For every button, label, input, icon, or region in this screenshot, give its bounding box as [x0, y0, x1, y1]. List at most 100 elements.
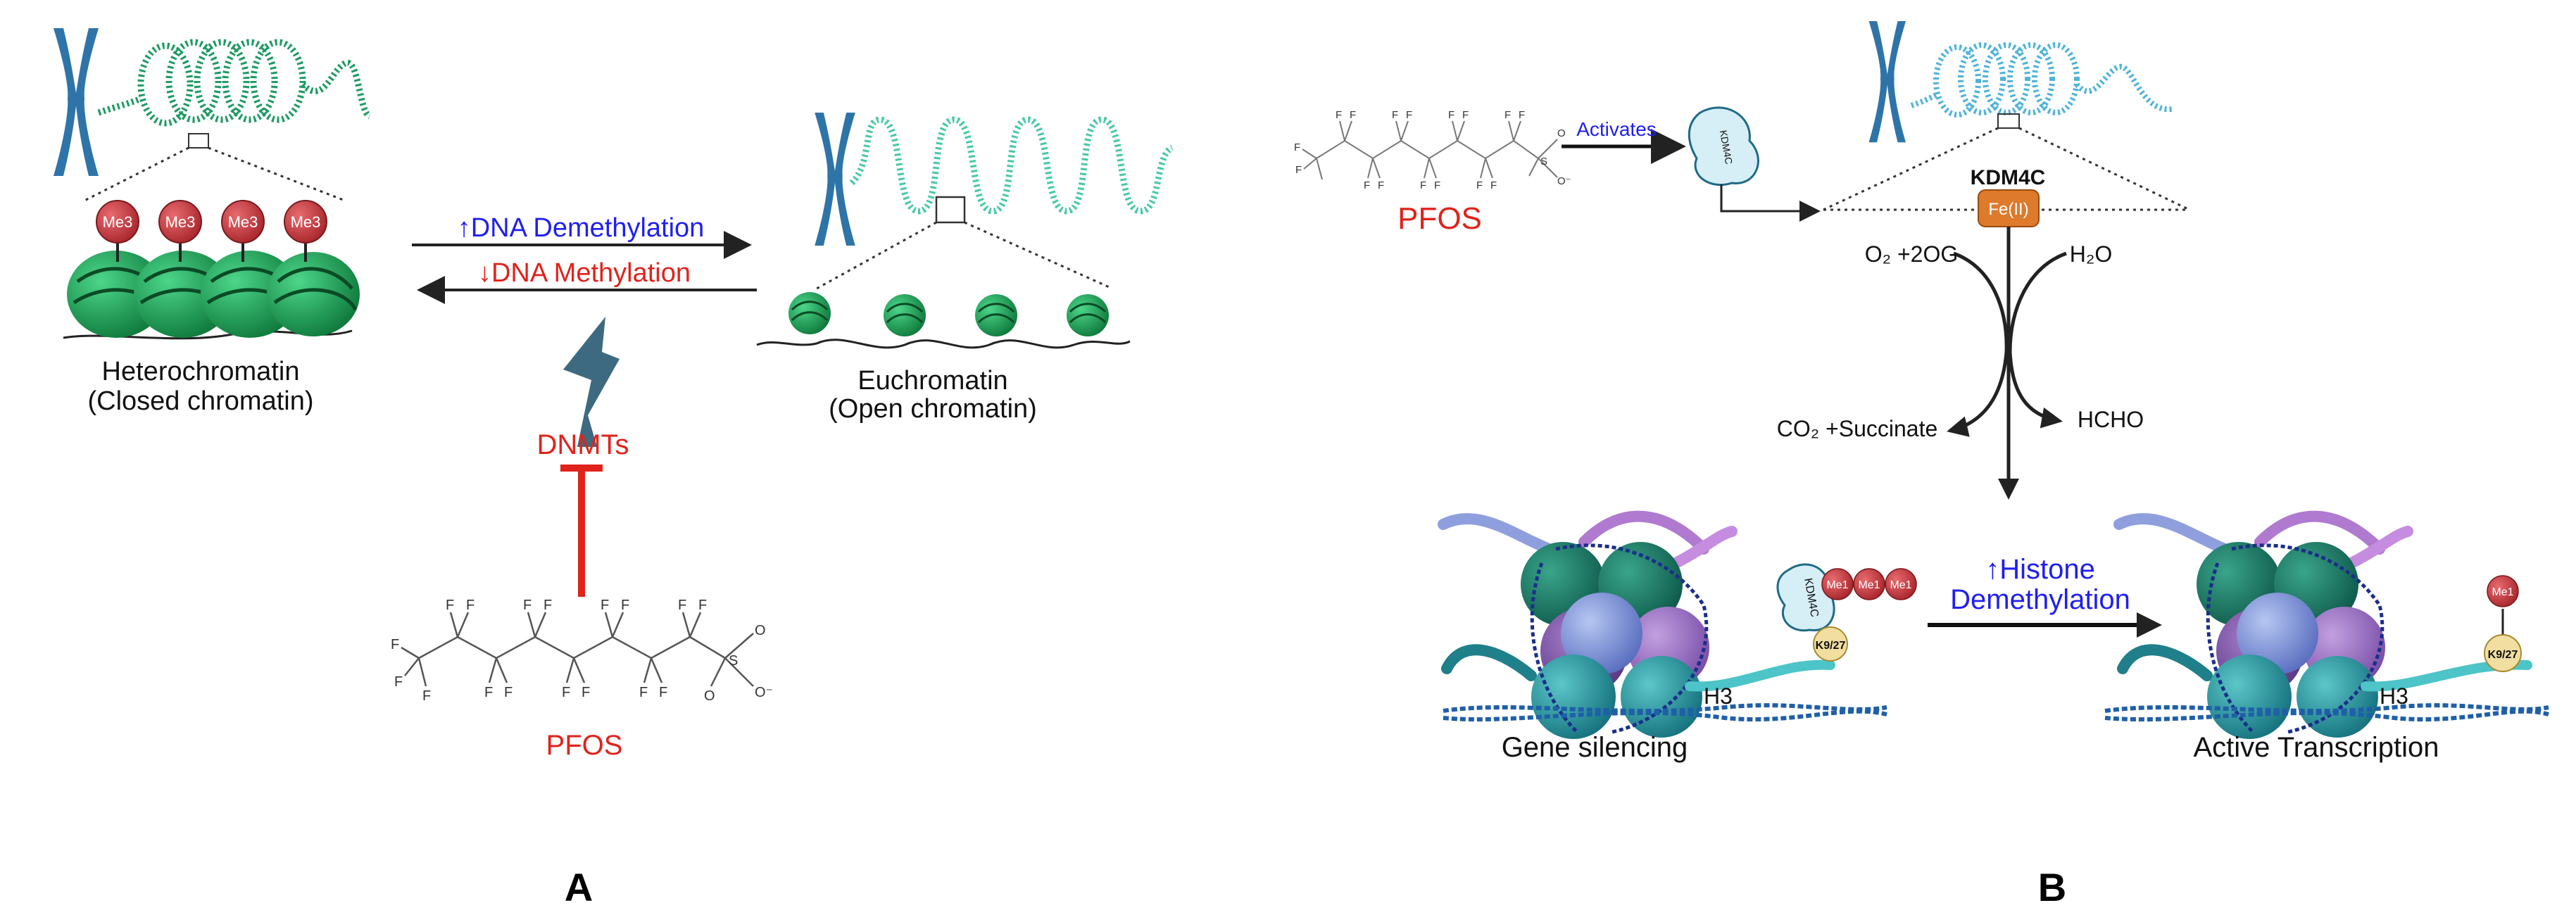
svg-text:F: F	[394, 674, 403, 690]
nucleosome-silenced-icon: H3 KDM4C K9/27	[1438, 510, 1887, 739]
svg-text:F: F	[1295, 164, 1302, 176]
svg-text:F: F	[698, 598, 707, 613]
reaction-curve-right	[2008, 251, 2067, 429]
svg-text:F: F	[391, 637, 399, 652]
coiled-chromatin-icon	[1910, 42, 2173, 118]
me3-mark: Me3	[96, 200, 139, 244]
svg-text:Me1: Me1	[1858, 579, 1880, 591]
me1-marks: Me1 Me1 Me1	[1821, 568, 1917, 600]
svg-text:F: F	[1392, 109, 1398, 121]
svg-text:F: F	[1350, 109, 1356, 121]
chromosome-icon	[54, 28, 99, 176]
inhibition-bolt-icon	[563, 317, 620, 447]
heterochromatin-nucleosomes: Me3 Me3 Me3 Me3	[63, 200, 360, 340]
svg-text:F: F	[1336, 109, 1342, 121]
svg-text:F: F	[639, 685, 648, 700]
pfos-structure-icon	[401, 612, 754, 687]
me3-mark: Me3	[158, 200, 202, 244]
svg-text:F: F	[1476, 179, 1483, 191]
svg-text:F: F	[582, 685, 590, 700]
zoom-line	[816, 221, 937, 290]
zoom-line	[208, 146, 346, 202]
open-chromatin-icon	[849, 116, 1174, 215]
svg-text:O: O	[704, 688, 715, 704]
demethylation-label: Demethylation	[1950, 584, 2130, 615]
kdm4c-title: KDM4C	[1971, 166, 2046, 189]
svg-text:F: F	[1378, 179, 1384, 191]
dna-methylation-label: ↓DNA Methylation	[478, 258, 691, 288]
zoom-box	[1997, 113, 2020, 129]
panel-b-letter: B	[2038, 865, 2066, 909]
euchromatin-label: Euchromatin	[857, 366, 1007, 396]
me3-mark: Me3	[284, 200, 327, 244]
dna-demethylation-label: ↑DNA Demethylation	[458, 213, 705, 243]
right-reagent-label: H₂O	[2070, 241, 2112, 267]
dnmts-label: DNMTs	[536, 429, 629, 460]
svg-text:F: F	[504, 685, 513, 700]
pfos-label-a: PFOS	[546, 730, 623, 761]
svg-text:O⁻: O⁻	[1557, 175, 1571, 187]
svg-text:F: F	[1434, 179, 1440, 191]
coiled-chromatin-icon	[97, 39, 372, 149]
svg-text:F: F	[621, 598, 629, 613]
left-reagent-label: O₂ +2OG	[1865, 241, 1958, 267]
svg-text:Me3: Me3	[228, 213, 258, 231]
svg-text:F: F	[1448, 109, 1455, 121]
svg-text:K9/27: K9/27	[1816, 640, 1846, 652]
svg-text:F: F	[678, 598, 686, 613]
svg-text:O: O	[755, 623, 766, 638]
svg-text:F: F	[544, 598, 552, 613]
nucleosome-active-icon: H3 K9/27	[2104, 510, 2549, 739]
pfos-label-b: PFOS	[1397, 201, 1482, 236]
svg-text:F: F	[659, 685, 667, 700]
svg-text:F: F	[1519, 109, 1525, 121]
right-product-label: HCHO	[2078, 407, 2144, 432]
svg-text:Me1: Me1	[1826, 579, 1848, 591]
svg-text:F: F	[1490, 179, 1497, 191]
euchromatin-nucleosomes	[756, 292, 1131, 349]
svg-text:S: S	[1540, 156, 1547, 168]
chromosome-icon	[815, 113, 855, 246]
chromosome-icon	[1868, 21, 1906, 143]
me3-mark: Me3	[221, 200, 265, 244]
svg-text:Me3: Me3	[103, 213, 133, 231]
svg-text:F: F	[422, 688, 431, 704]
svg-text:O: O	[1557, 127, 1566, 139]
svg-text:F: F	[1294, 141, 1300, 153]
gene-silencing-label: Gene silencing	[1502, 732, 1688, 763]
svg-text:F: F	[1406, 109, 1412, 121]
svg-text:F: F	[1364, 179, 1370, 191]
svg-text:Me1: Me1	[2492, 586, 2513, 598]
left-product-label: CO₂ +Succinate	[1777, 416, 1938, 441]
svg-text:H3: H3	[1704, 683, 1733, 709]
connector-arrow	[1720, 184, 1821, 222]
svg-text:F: F	[1420, 179, 1426, 191]
activates-label: Activates	[1576, 118, 1657, 140]
svg-text:O⁻: O⁻	[755, 685, 773, 700]
heterochromatin-label: Heterochromatin	[102, 357, 300, 386]
zoom-line	[84, 146, 189, 202]
fe-label: Fe(II)	[1988, 200, 2028, 219]
zoom-line	[964, 221, 1113, 290]
active-transcription-label: Active Transcription	[2193, 732, 2439, 763]
svg-text:F: F	[466, 598, 475, 613]
svg-text:F: F	[1462, 109, 1469, 121]
svg-text:Me1: Me1	[1890, 579, 1911, 591]
svg-text:Me3: Me3	[291, 213, 321, 231]
svg-text:S: S	[729, 653, 738, 669]
svg-text:K9/27: K9/27	[2488, 649, 2518, 661]
panel-a: Me3 Me3 Me3 Me3 Heterochromatin (Closed …	[54, 28, 1174, 909]
svg-text:F: F	[523, 598, 532, 613]
kdm4c-enzyme-icon: KDM4C	[1688, 106, 1759, 187]
panel-a-letter: A	[565, 865, 593, 909]
svg-text:F: F	[1504, 109, 1511, 121]
zoom-line	[2018, 127, 2190, 211]
reaction-curve-left	[1947, 251, 2009, 437]
pfos-structure-icon	[1302, 120, 1558, 180]
svg-text:F: F	[562, 685, 570, 700]
svg-text:F: F	[484, 685, 493, 700]
